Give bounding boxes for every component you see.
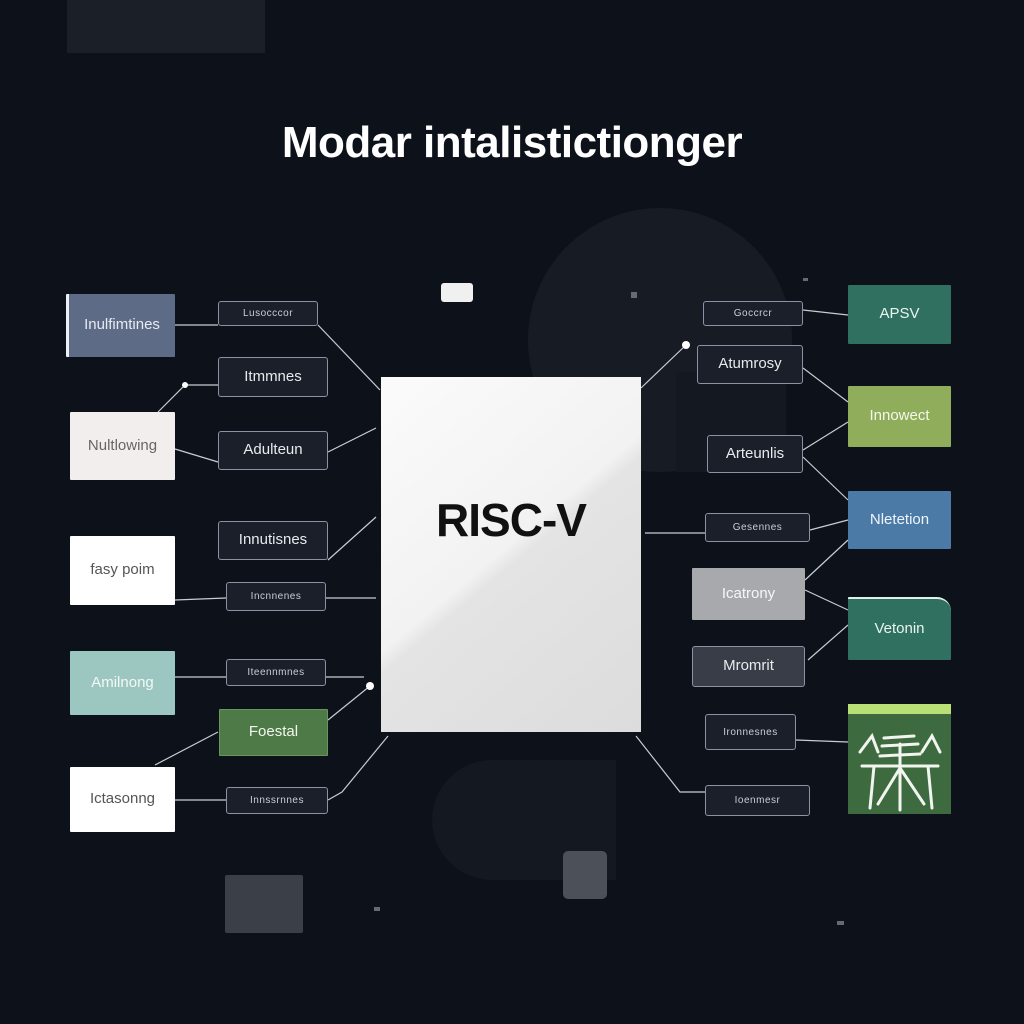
left-tag[interactable]: Lusocccor <box>218 301 318 326</box>
right-tag[interactable]: Arteunlis <box>707 435 803 473</box>
left-tag[interactable]: Innutisnes <box>218 521 328 560</box>
wire <box>635 735 705 793</box>
wire <box>804 589 849 611</box>
bg-speck <box>803 278 808 281</box>
left-tag[interactable]: Adulteun <box>218 431 328 470</box>
wire <box>327 427 377 453</box>
node-label: fasy poim <box>90 561 155 579</box>
node-label: Amilnong <box>91 673 154 691</box>
bg-small-white <box>441 283 473 302</box>
right-tag[interactable]: Ironnesnes <box>705 714 796 750</box>
tag-label: Innutisnes <box>238 531 308 549</box>
tag-label: Arteunlis <box>725 444 785 462</box>
wire <box>809 519 849 531</box>
bg-speck <box>631 292 637 298</box>
left-tag[interactable]: Foestal <box>219 709 328 756</box>
wire-dot <box>366 682 374 690</box>
tag-label: Ioenmesr <box>734 795 781 806</box>
right-tag[interactable]: Atumrosy <box>697 345 803 384</box>
node-label: Nletetion <box>869 510 930 528</box>
bg-speck <box>837 921 844 925</box>
tag-label: Foestal <box>248 723 299 741</box>
page-title: Modar intalistictionger <box>281 118 743 167</box>
tag-label: Ironnesnes <box>723 726 778 738</box>
bg-speck <box>374 907 380 911</box>
tag-label: Gesennes <box>732 522 783 533</box>
tag-label: Lusocccor <box>242 308 294 319</box>
node-label: Inulfimtines <box>84 316 160 334</box>
wire <box>807 624 849 661</box>
wire <box>802 421 849 451</box>
tag-label: Mromrit <box>723 657 774 675</box>
node-label: APSV <box>879 305 920 323</box>
right-node[interactable]: Innowect <box>848 386 951 447</box>
left-tag[interactable]: Innssrnnes <box>226 787 328 814</box>
left-node[interactable]: Nultlowing <box>70 412 175 480</box>
tag-label: Incnnenes <box>250 591 302 602</box>
icon-tile[interactable] <box>848 704 951 814</box>
wire <box>802 309 849 316</box>
grid-pattern-icon <box>858 732 942 812</box>
left-tag[interactable]: Itmmnes <box>218 357 328 397</box>
node-label: Innowect <box>869 407 930 425</box>
tag-label: Icatrony <box>721 584 776 602</box>
right-tag[interactable]: Mromrit <box>692 646 805 687</box>
left-node[interactable]: fasy poim <box>70 536 175 605</box>
left-tag[interactable]: Iteennmnes <box>226 659 326 686</box>
wire <box>327 516 377 561</box>
tag-label: Goccrcr <box>733 308 773 319</box>
tag-label: Adulteun <box>243 441 303 459</box>
wire <box>802 367 849 403</box>
right-node[interactable]: Nletetion <box>848 491 951 549</box>
tag-label: Atumrosy <box>718 355 782 373</box>
core-block[interactable]: RISC-V <box>381 377 641 732</box>
tag-label: Iteennmnes <box>247 667 305 678</box>
right-tag[interactable]: Icatrony <box>692 568 805 620</box>
wire-dot <box>682 341 690 349</box>
wire <box>154 731 219 766</box>
left-node[interactable]: Ictasonng <box>70 767 175 832</box>
node-label: Nultlowing <box>87 436 158 454</box>
wire <box>327 685 371 721</box>
tag-label: Innssrnnes <box>250 795 304 806</box>
left-node[interactable]: Inulfimtines <box>66 294 175 357</box>
wire <box>795 739 849 743</box>
wire <box>174 597 227 601</box>
node-label: Ictasonng <box>89 790 156 808</box>
wire <box>327 735 389 801</box>
bg-square-bl <box>225 875 303 933</box>
wire <box>802 456 849 501</box>
wire <box>640 344 687 389</box>
right-tag[interactable]: Ioenmesr <box>705 785 810 816</box>
wire <box>157 384 218 413</box>
wire <box>804 539 849 581</box>
node-label: Vetonin <box>874 620 925 638</box>
bg-square-bc <box>563 851 607 899</box>
left-tag[interactable]: Incnnenes <box>226 582 326 611</box>
tag-label: Itmmnes <box>244 367 302 385</box>
right-node[interactable]: Vetonin <box>848 597 951 660</box>
bg-rect-top <box>67 0 265 53</box>
core-label: RISC-V <box>436 493 587 546</box>
right-node[interactable]: APSV <box>848 285 951 344</box>
wire-dot <box>182 382 188 388</box>
wire <box>174 448 219 463</box>
right-tag[interactable]: Goccrcr <box>703 301 803 326</box>
left-node[interactable]: Amilnong <box>70 651 175 715</box>
right-tag[interactable]: Gesennes <box>705 513 810 542</box>
wire <box>317 324 381 391</box>
